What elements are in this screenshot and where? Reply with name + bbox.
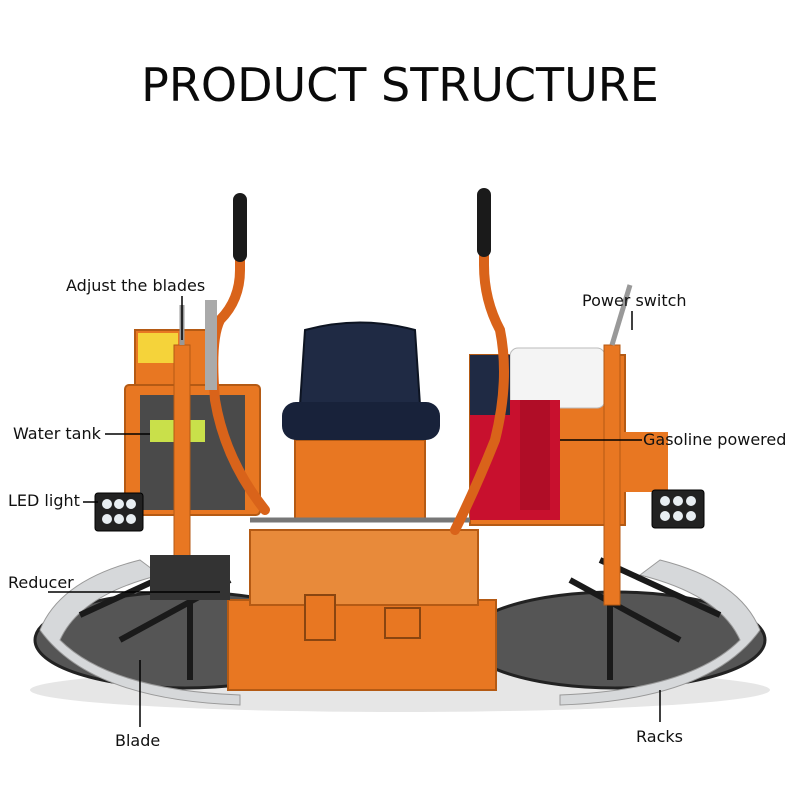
label-blade: Blade bbox=[115, 731, 161, 750]
left-led-light bbox=[94, 492, 144, 532]
label-reducer: Reducer bbox=[8, 573, 74, 592]
seat-back bbox=[298, 321, 422, 406]
seat-cushion bbox=[282, 402, 440, 440]
right-led-cells bbox=[660, 496, 696, 521]
label-led-light: LED light bbox=[8, 491, 80, 510]
front-platform bbox=[227, 599, 497, 691]
callout-lines bbox=[48, 296, 661, 727]
engine-fuel-tank bbox=[509, 347, 606, 409]
engine-side-box bbox=[620, 432, 668, 492]
right-led-light bbox=[651, 489, 705, 529]
right-pitch-column bbox=[603, 344, 621, 606]
right-pedal bbox=[384, 607, 421, 639]
label-adjust-blades: Adjust the blades bbox=[66, 276, 206, 295]
label-racks: Racks bbox=[636, 727, 683, 746]
engine-cover bbox=[520, 400, 550, 510]
left-pedal bbox=[304, 594, 336, 641]
center-housing bbox=[294, 439, 426, 521]
reducer-gearbox bbox=[150, 555, 230, 600]
label-power-switch: Power switch bbox=[582, 291, 687, 310]
left-pitch-column bbox=[173, 344, 191, 561]
upper-deck bbox=[249, 529, 479, 606]
right-pitch-crank bbox=[609, 284, 633, 346]
label-gasoline-powered: Gasoline powered bbox=[643, 430, 787, 449]
warning-sticker bbox=[138, 333, 178, 363]
page-title: PRODUCT STRUCTURE bbox=[141, 58, 659, 112]
right-control-handle bbox=[450, 195, 509, 535]
label-water-tank: Water tank bbox=[13, 424, 101, 443]
center-left-column bbox=[205, 300, 217, 390]
left-led-cells bbox=[102, 499, 136, 524]
